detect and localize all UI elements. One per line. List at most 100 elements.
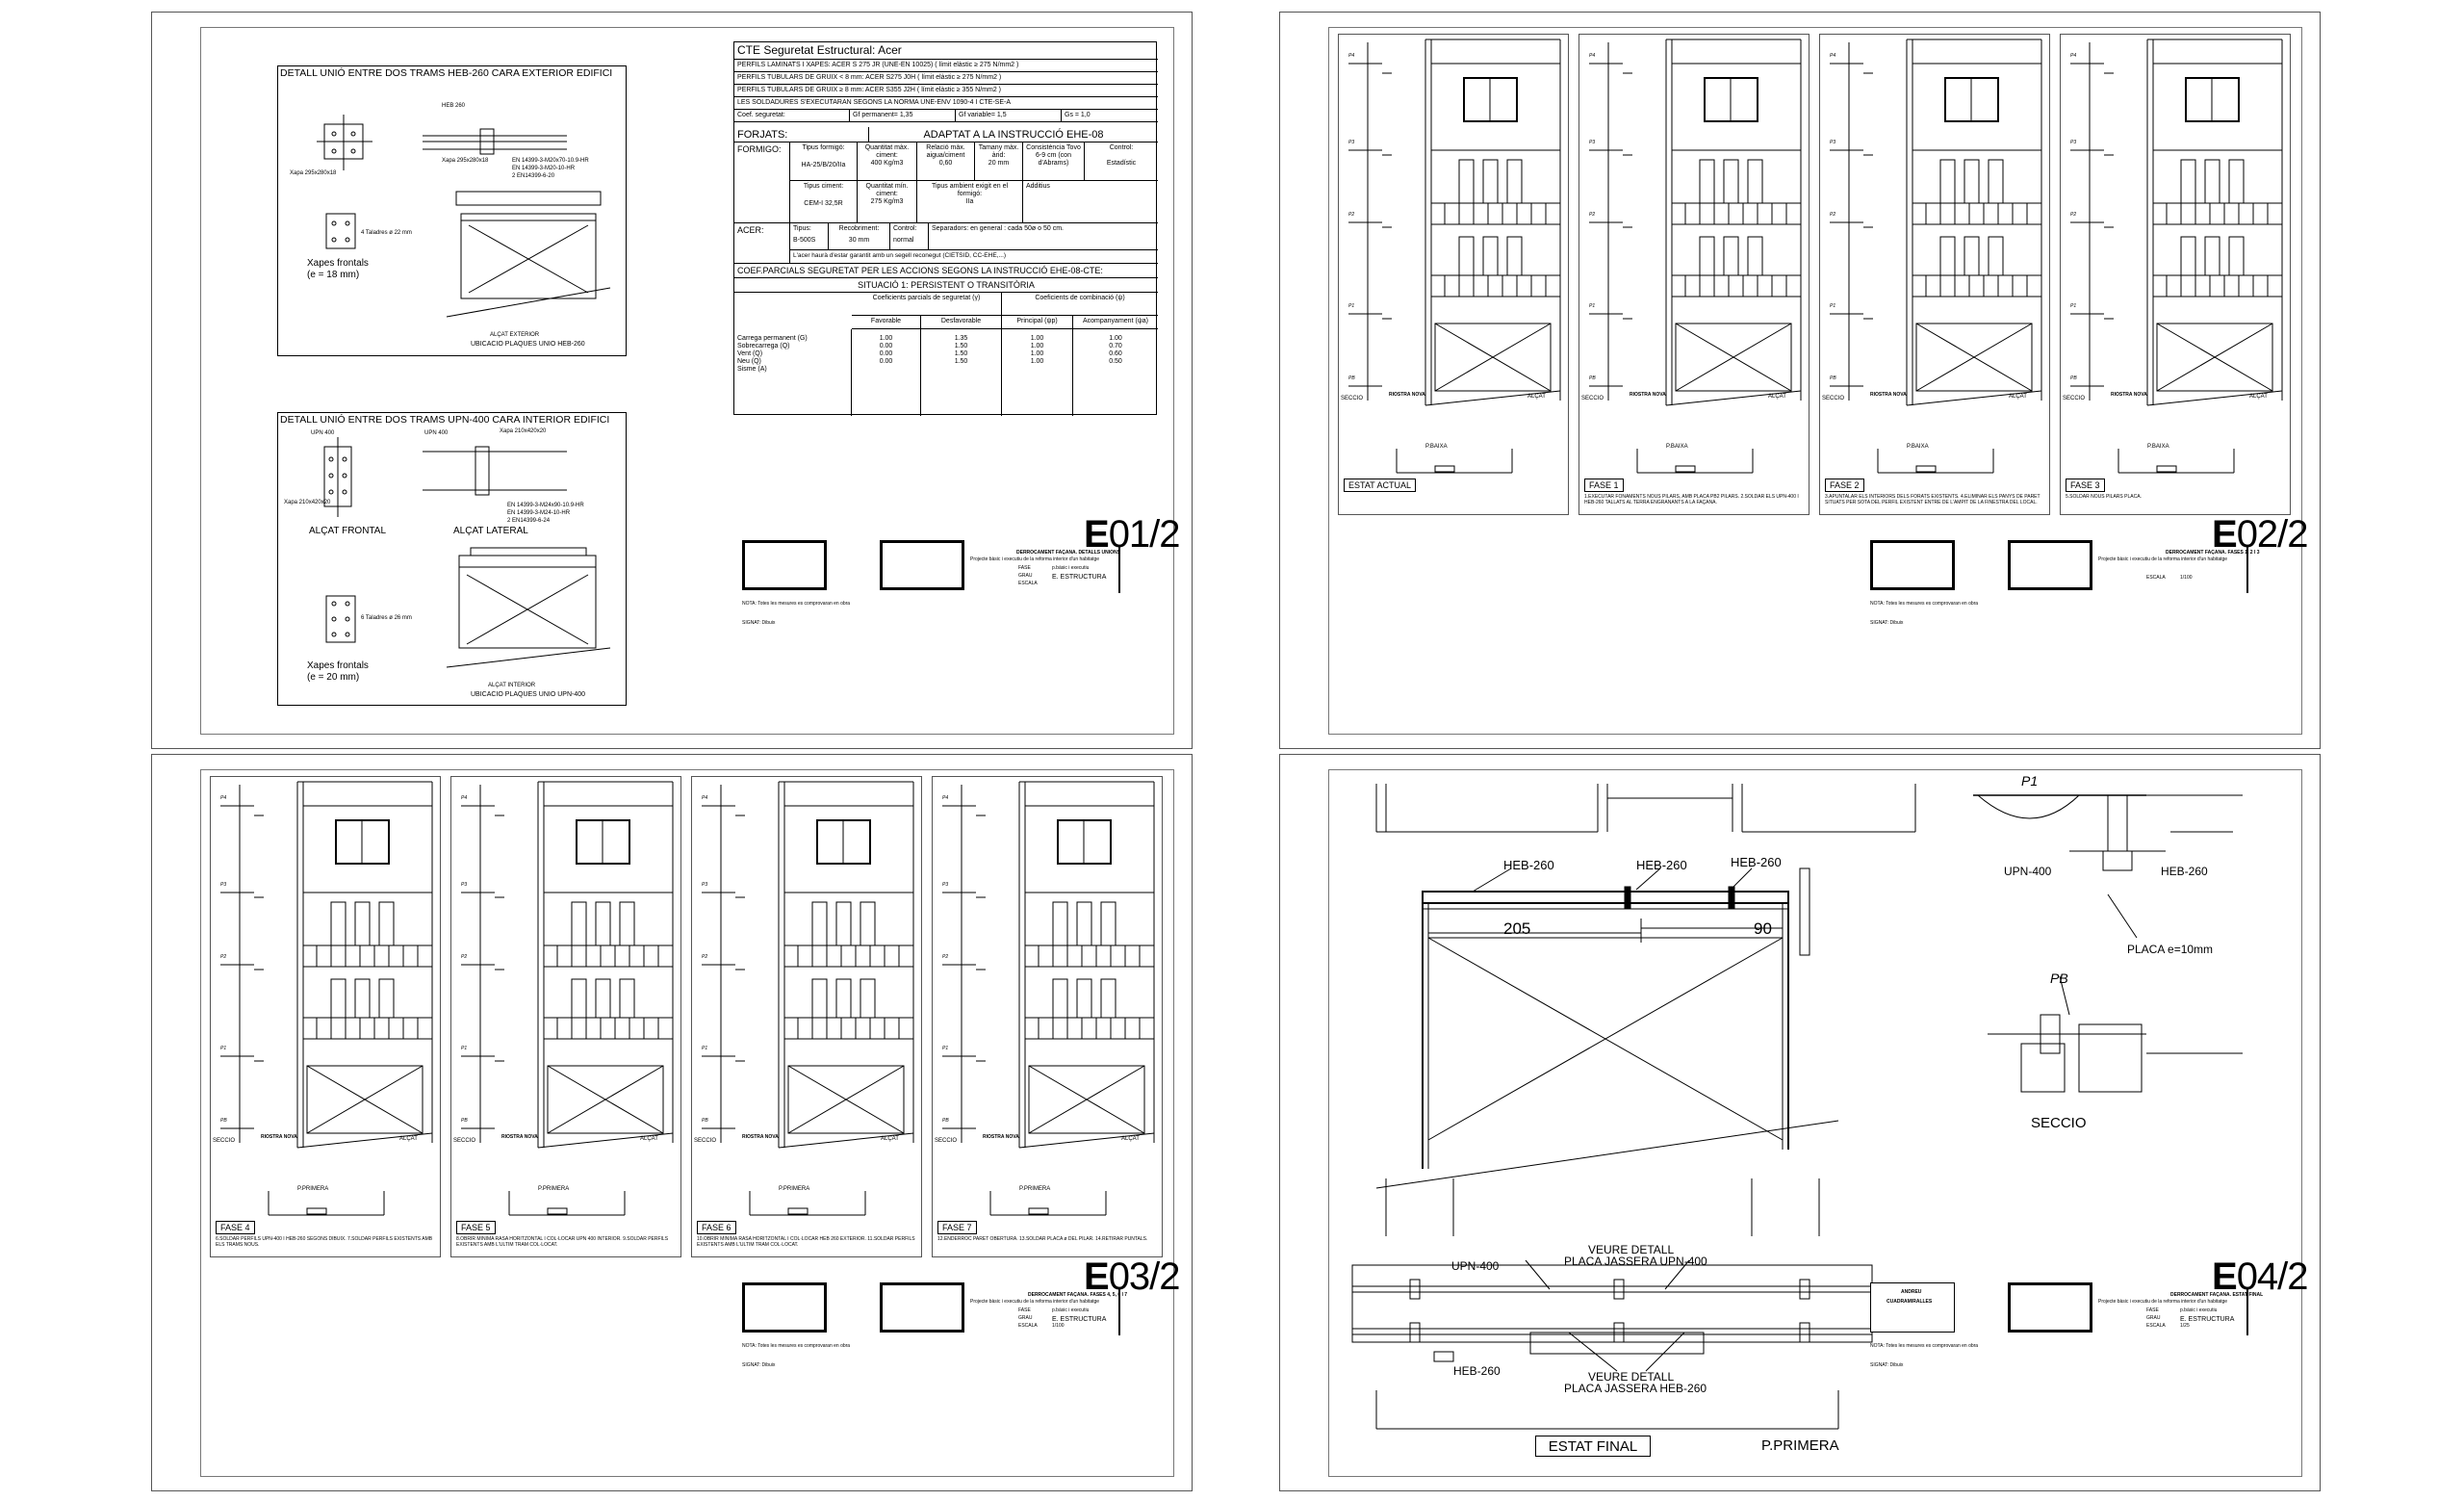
spec-table: CTE Seguretat Estructural: Acer PERFILS … [733,41,1158,416]
facade-elevation [1348,39,1561,474]
nota-2: NOTA: Totes les mesures es comprovaran e… [1870,601,1979,607]
escala-v-4: 1/25 [2180,1323,2190,1329]
alcat-label: ALÇAT [2249,394,2268,400]
spec-c2-value: 400 Kg/m3 [870,160,904,168]
level-p4: P4 [1589,53,1596,59]
floor-label: P.BAIXA [1666,444,1688,450]
escala-k-2: ESCALA [2146,575,2166,581]
spec-a2-label: Recobriment: [838,225,880,232]
detail-upn-spec3: 2 EN14399-6-24 [507,518,551,524]
sheet-code-3: E03/2 [1084,1255,1181,1299]
level-p2: P2 [702,954,708,960]
titleblock-stamp-2 [2008,540,2092,590]
floor-label: P.PRIMERA [1019,1186,1051,1192]
facade-elevation [461,781,674,1216]
level-pb: PB [461,1118,468,1124]
level-p4: P4 [461,795,468,801]
final-veure1: VEURE DETALL [1588,1243,1675,1256]
escala-k-1: ESCALA [1018,581,1038,586]
sheet-code-2-number: 02/2 [2236,513,2309,556]
phase-label: FASE 6 [697,1221,736,1234]
riostra-label: RIOSTRA NOVA [742,1134,779,1140]
fase-k-1: FASE [1018,565,1031,571]
fase-v-1: p.bàsic i executiu [1052,565,1090,571]
final-heb2: HEB-260 [1636,858,1687,872]
alcat-label: ALÇAT [399,1136,418,1142]
final-heb3: HEB-260 [1731,855,1782,869]
sheet-e01: DETALL UNIÓ ENTRE DOS TRAMS HEB-260 CARA… [151,12,1193,749]
level-p2: P2 [1830,212,1836,218]
spec-a1-value: B-500S [793,237,816,245]
level-p4: P4 [220,795,227,801]
spec-c2: Quantitat màx. ciment:400 Kg/m3 [858,142,917,181]
level-p4: P4 [702,795,708,801]
titleblock-rule-1 [1118,545,1120,593]
spec-a3-label: Control: [893,225,917,232]
spec-a4: Separadors: en general : cada 50ø o 50 c… [929,223,1158,250]
seccio-label: SECCIO [2063,396,2086,401]
facade-elevation [220,781,433,1216]
phase-note: 8.OBRIR MINIMA RASA HORITZONTAL I COL·LO… [456,1236,669,1248]
alcat-label: ALÇAT [881,1136,899,1142]
fase-v-3: p.bàsic i executiu [1052,1307,1090,1313]
phase-label: FASE 4 [216,1221,255,1234]
spec-r4: LES SOLDADURES S'EXECUTARAN SEGONS LA NO… [734,97,1158,110]
spec-forjats: FORJATS: [734,127,869,142]
detail-heb-plate-side: Xapa 295x280x18 [442,158,489,164]
titleblock-rule-2 [2246,545,2248,593]
level-p1: P1 [942,1046,949,1051]
level-pb: PB [1830,375,1836,381]
titleblock-stamp-1 [880,540,964,590]
level-p4: P4 [2070,53,2077,59]
detail-upn-spec1: EN 14399-3-M24x90-10.9-HR [507,503,584,508]
final-heb: HEB-260 [2161,865,2208,878]
spec-a2-value: 30 mm [848,237,870,245]
titleblock-logo-3 [742,1282,827,1333]
level-p1: P1 [220,1046,227,1051]
spec-a5: L'acer haurà d'estar garantit amb un seg… [790,250,1158,264]
level-p2: P2 [461,954,468,960]
spec-g3: Gs = 1,0 [1062,110,1158,122]
detail-heb-drawing [317,115,611,318]
spec-h3: Favorable [852,316,921,329]
spec-c8-label: Quantitat mín. ciment: [865,183,909,198]
signat-4: SIGNAT: Dibuix [1870,1362,1904,1368]
sheet-code-4-letter: E [2212,1255,2238,1298]
floor-label: P.BAIXA [1907,444,1929,450]
sheet-code-2: E02/2 [2212,513,2309,556]
level-p2: P2 [1348,212,1355,218]
phase-note: 3.APUNTALAR ELS INTERIORS DELS FORATS EX… [1825,494,2040,505]
spec-c3-value: 0,60 [938,160,953,168]
spec-h6: Acompanyament (ψa) [1073,316,1158,329]
spec-c4-label: Tamany màx. àrid: [978,144,1019,160]
sheet-code-1-letter: E [1084,513,1110,556]
spec-aco: 1.00 0.70 0.60 0.50 [1109,335,1122,366]
detail-heb-spec2: EN 14399-3-M20-10-HR [512,166,576,171]
stamp-2-4: CUADRAMIRALLES [1886,1299,1933,1305]
seccio-label: SECCIO [213,1138,236,1144]
spec-c9-label: Tipus ambient exigit en el formigó: [931,183,1009,198]
level-p2: P2 [1589,212,1596,218]
detail-upn-side-elev: ALÇAT LATERAL [453,526,528,536]
detail-heb-plate: Xapa 295x280x18 [290,170,337,176]
detail-heb-title: DETALL UNIÓ ENTRE DOS TRAMS HEB-260 CARA… [280,67,613,79]
level-p1: P1 [461,1046,468,1051]
grup-k-1: GRAU [1018,573,1033,579]
level-pb: PB [2070,375,2077,381]
spec-a2: Recobriment: 30 mm [829,223,890,250]
level-p3: P3 [1589,140,1596,145]
spec-h5: Principal (ψp) [1002,316,1073,329]
phase-label: FASE 2 [1825,479,1864,492]
final-heb1: HEB-260 [1503,858,1554,872]
sheet-code-4-number: 04/2 [2236,1255,2309,1298]
level-p3: P3 [2070,140,2077,145]
riostra-label: RIOSTRA NOVA [1870,392,1907,398]
fase-v-4: p.bàsic i executiu [2180,1307,2218,1313]
spec-adapt: ADAPTAT A LA INSTRUCCIÓ EHE-08 [869,127,1158,142]
level-pb: PB [702,1118,708,1124]
detail-upn-elev1: ALÇAT INTERIOR [488,683,536,688]
seccio-label: SECCIO [694,1138,717,1144]
titleblock-logo-4 [1870,1282,1955,1333]
